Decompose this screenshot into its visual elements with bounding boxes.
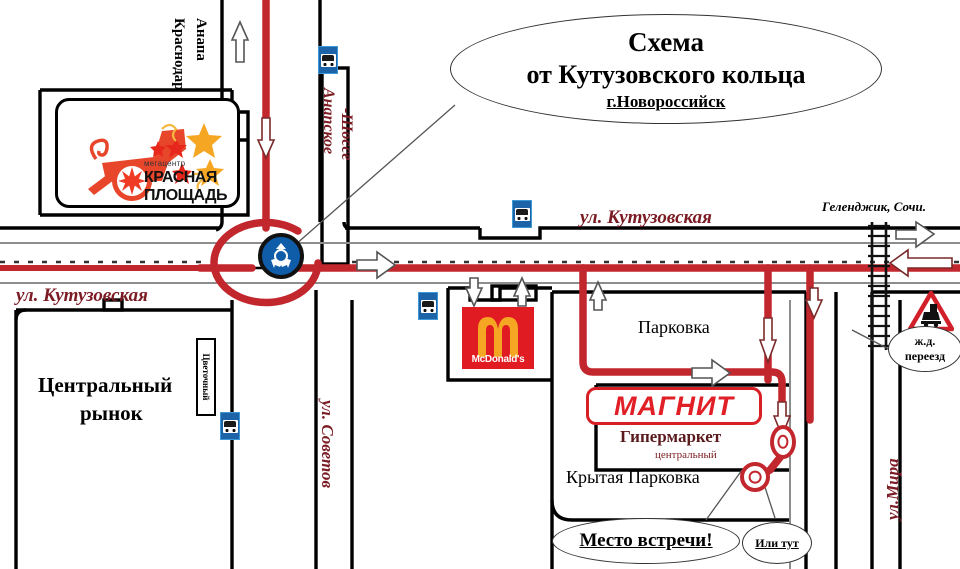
bus-stop-sign-icon — [418, 292, 438, 320]
flower-pavilion-text: Цветочный — [201, 353, 211, 401]
title-callout: Схема от Кутузовского кольца г.Новоросси… — [450, 14, 882, 124]
street-kutuzovskaya-right: ул. Кутузовская — [580, 207, 712, 228]
rw-line2: переезд — [904, 349, 946, 363]
central-market-line2: рынок — [80, 401, 143, 425]
meeting-point-callout: Место встречи! — [552, 518, 740, 564]
magnit-sub1: Гипермаркет — [620, 427, 722, 446]
bus-stop-sign-icon — [220, 412, 240, 440]
confetti-icon — [161, 123, 206, 190]
kp-line2: ПЛОЩАДЬ — [144, 187, 228, 204]
entrance-marker-2 — [740, 462, 770, 492]
direction-krasnodar: Краснодар — [171, 18, 187, 91]
building-footprints — [38, 88, 552, 382]
railway-track — [868, 222, 890, 350]
cannon-icon — [88, 123, 224, 201]
golden-arches-icon — [478, 317, 518, 357]
mcdonalds-sign: McDonald's — [462, 307, 534, 369]
street-anapskoe-shosse-line2: -Шоссе — [338, 108, 355, 161]
title-line3: г.Новороссийск — [606, 91, 726, 111]
bus-stop-sign-icon — [318, 46, 338, 74]
covered-parking-label: Крытая Парковка — [566, 467, 700, 487]
flower-pavilion-label: Цветочный — [196, 338, 216, 416]
street-sovetov: ул. Советов — [318, 400, 337, 489]
kp-small-label: мегацентр — [144, 159, 186, 168]
street-kutuzovskaya-left: ул. Кутузовская — [16, 285, 148, 306]
magnit-label: МАГНИТ — [614, 390, 734, 421]
entrance-marker-1 — [770, 425, 796, 459]
title-line1: Схема — [627, 26, 705, 57]
magnit-sub2: центральный — [655, 449, 717, 461]
bus-stop-sign-icon — [512, 200, 532, 228]
rw-line1: ж.д. — [914, 334, 936, 348]
roundabout-sign-icon — [258, 233, 304, 279]
kp-line1: КРАСНАЯ — [144, 169, 217, 186]
or-here-text: Или тут — [755, 535, 799, 550]
parking-label: Парковка — [638, 317, 710, 337]
street-anapskoe-shosse-line1: Анапское — [320, 88, 337, 155]
star-icon — [186, 123, 224, 186]
title-line2: от Кутузовского кольца — [526, 59, 806, 89]
street-mira: ул.Мира — [883, 458, 902, 520]
magnit-logo: МАГНИТ — [586, 387, 762, 425]
central-market-line1: Центральный — [38, 373, 173, 397]
direction-arrows — [230, 20, 953, 439]
direction-anapa: Анапа — [193, 18, 209, 61]
railway-crossing-callout: ж.д. переезд — [888, 326, 960, 372]
direction-gelendzhik-sochi: Геленджик, Сочи. — [822, 199, 926, 214]
or-here-callout: Или тут — [742, 522, 812, 564]
mcdonalds-label: McDonald's — [471, 354, 525, 365]
krasnaya-ploshchad-logo: мегацентр КРАСНАЯ ПЛОЩАДЬ — [55, 98, 240, 208]
meeting-point-text: Место встречи! — [579, 530, 713, 551]
star-icon — [150, 137, 192, 184]
